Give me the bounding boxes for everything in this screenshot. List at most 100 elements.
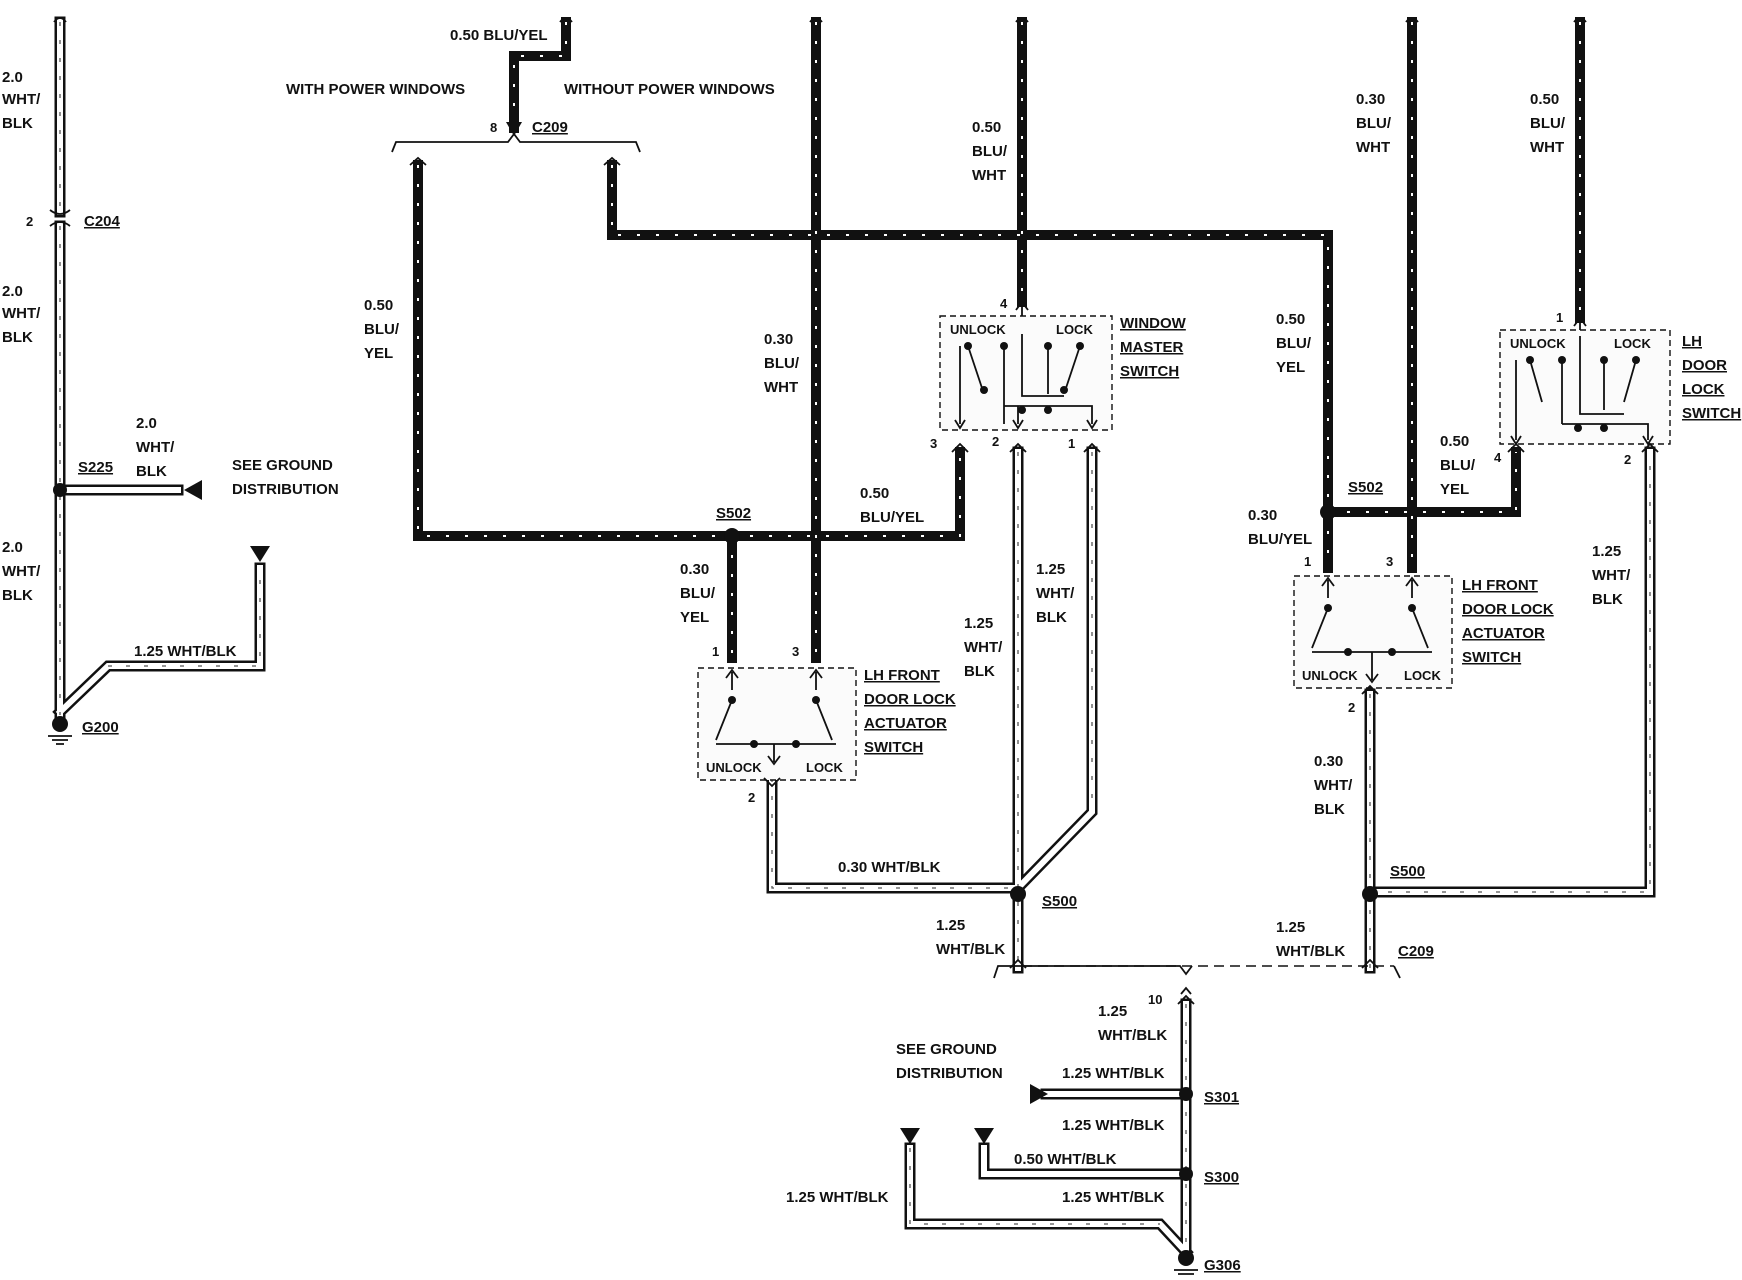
ground-ref-arrow-b1 [900,1128,920,1144]
act-right-lock: LOCK [1404,668,1441,683]
c209-top-pin: 8 [490,120,497,135]
label-s500-right: S500 [1390,863,1425,880]
label-s502-left: S502 [716,505,751,522]
label-wb-h2: WHT/BLK [1098,1027,1167,1044]
label-act-left-3: ACTUATOR [864,715,947,732]
label-wb-e1: 0.30 [1314,753,1343,770]
wms-pin4: 4 [1000,296,1008,311]
labels: 0.50 BLU/YEL WITH POWER WINDOWS WITHOUT … [2,27,1741,1274]
label-wb-g2: WHT/BLK [1276,943,1345,960]
label-wms-2: MASTER [1120,339,1184,356]
label-bluwht-b3: WHT [972,167,1006,184]
lh-front-actuator-left: UNLOCK LOCK 1 3 2 [697,644,857,805]
label-bluwht-a2: BLU/ [764,355,800,372]
label-bluyel-e3: YEL [1440,481,1469,498]
label-wb-h1: 1.25 [1098,1003,1127,1020]
label-s300: S300 [1204,1169,1239,1186]
ground-g200 [48,716,72,745]
label-wb-f3: BLK [1592,591,1623,608]
label-wb-f1: 1.25 [1592,543,1621,560]
label-bluyel-d2: BLU/ [1276,335,1312,352]
label-wb-i: 1.25 WHT/BLK [1062,1065,1165,1082]
label-wb-b2: WHT/ [1036,585,1075,602]
wms-pin3: 3 [930,436,937,451]
label-left-b3: BLK [2,329,33,346]
label-bluwht-a3: WHT [764,379,798,396]
label-bluyel-e1: 0.50 [1440,433,1469,450]
label-bluwht-c1: 0.30 [1356,91,1385,108]
label-s225-w3: BLK [136,463,167,480]
label-s225-w2: WHT/ [136,439,175,456]
label-wb-k: 0.50 WHT/BLK [1014,1151,1117,1168]
s225-splice [53,483,67,497]
label-bluwht-d1: 0.50 [1530,91,1559,108]
label-see-ground-2a: SEE GROUND [896,1041,997,1058]
label-g200: G200 [82,719,119,736]
label-wb-b1: 1.25 [1036,561,1065,578]
label-bluyel-b1: 0.50 [860,485,889,502]
label-wb-l: 1.25 WHT/BLK [786,1189,889,1206]
act-left-pin2: 2 [748,790,755,805]
act-right-pin1: 1 [1304,554,1311,569]
s500-right-splice [1362,886,1378,902]
c204-connector: 2 C204 [26,209,121,230]
label-s225: S225 [78,459,113,476]
s502-right-splice [1320,504,1336,520]
label-bluyel-b2: BLU/YEL [860,509,924,526]
lhdls-pin1: 1 [1556,310,1563,325]
label-bluwht-b1: 0.50 [972,119,1001,136]
label-see-ground-1a: SEE GROUND [232,457,333,474]
act-left-pin3: 3 [792,644,799,659]
c209-top-connector: 8 C209 [391,119,641,166]
label-wb-a1: 1.25 [964,615,993,632]
label-bluyel-c1: 0.30 [680,561,709,578]
act-left-unlock: UNLOCK [706,760,762,775]
label-left-c1: 2.0 [2,539,23,556]
c204-pin: 2 [26,214,33,229]
label-lhdls-2: DOOR [1682,357,1727,374]
label-bluyel-c2: BLU/ [680,585,716,602]
label-act-left-4: SWITCH [864,739,923,756]
label-act-right-3: ACTUATOR [1462,625,1545,642]
blu-wire-tracers [417,22,1581,658]
label-wb-d2: WHT/BLK [936,941,1005,958]
label-s502-right: S502 [1348,479,1383,496]
label-see-ground-2b: DISTRIBUTION [896,1065,1003,1082]
label-wb-e3: BLK [1314,801,1345,818]
label-bluyel-c3: YEL [680,609,709,626]
s301-splice [1179,1087,1193,1101]
label-left-a2: WHT/ [2,91,41,108]
label-tl-wire: 0.50 BLU/YEL [450,27,548,44]
label-wb-g1: 1.25 [1276,919,1305,936]
label-wb-a2: WHT/ [964,639,1003,656]
act-left-lock: LOCK [806,760,843,775]
c204-label: C204 [84,213,121,230]
label-c209-bottom: C209 [1398,943,1434,960]
label-lhdls-4: SWITCH [1682,405,1741,422]
wire-origin-hooks [53,17,1587,23]
label-act-left-1: LH FRONT [864,667,940,684]
label-without-power-windows: WITHOUT POWER WINDOWS [564,81,775,98]
label-wb-a3: BLK [964,663,995,680]
lhdls-pin4: 4 [1494,450,1502,465]
see-ground-arrow-icon [184,480,202,500]
label-s301: S301 [1204,1089,1239,1106]
label-left-b1: 2.0 [2,283,23,300]
label-bluyel-d3: YEL [1276,359,1305,376]
act-right-pin3: 3 [1386,554,1393,569]
lhdls-pin2: 2 [1624,452,1631,467]
c209-top-label: C209 [532,119,568,136]
lh-door-lock-switch: UNLOCK LOCK 1 4 2 [1494,310,1671,467]
label-g306: G306 [1204,1257,1241,1274]
label-with-power-windows: WITH POWER WINDOWS [286,81,465,98]
s500-left-splice [1010,886,1026,902]
label-bluyel-f1: 0.30 [1248,507,1277,524]
lhdls-lock: LOCK [1614,336,1651,351]
label-see-ground-1b: DISTRIBUTION [232,481,339,498]
label-bluyel-a1: 0.50 [364,297,393,314]
label-left-c3: BLK [2,587,33,604]
label-bluwht-c3: WHT [1356,139,1390,156]
label-lhdls-1: LH [1682,333,1702,350]
act-right-unlock: UNLOCK [1302,668,1358,683]
